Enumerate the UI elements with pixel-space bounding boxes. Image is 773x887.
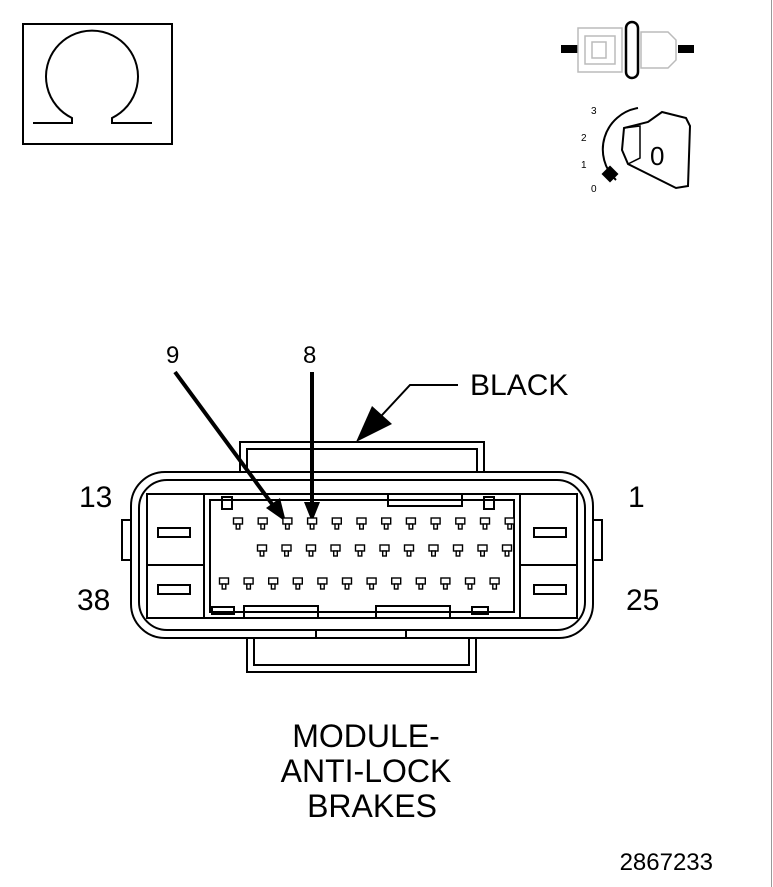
pin-terminal — [464, 577, 476, 590]
disconnected-connector-icon — [561, 20, 694, 80]
pin-terminal — [317, 577, 328, 590]
pin-terminal — [415, 577, 426, 590]
figure-number: 2867233 — [620, 849, 713, 876]
connector-body — [121, 441, 603, 673]
connector-color-label: BLACK — [470, 369, 568, 402]
pin-terminal — [430, 517, 441, 530]
pin-terminal — [282, 517, 293, 530]
pin-terminal — [330, 544, 341, 557]
ignition-position-2: 2 — [581, 133, 587, 144]
pin-terminal — [257, 517, 268, 530]
ignition-key-icon: 3 2 1 0 0 — [581, 106, 692, 195]
pin-terminal — [354, 544, 366, 557]
pin-terminal — [489, 577, 500, 590]
component-name-line-2: ANTI-LOCK — [281, 753, 452, 789]
pin-terminal — [256, 544, 268, 557]
pin-terminal — [501, 544, 513, 557]
callout-arrow-8 — [304, 372, 320, 522]
callout-arrow-9 — [173, 370, 286, 522]
pin-terminal — [292, 577, 303, 590]
pin-label-1: 1 — [628, 481, 645, 514]
connector-pins — [218, 517, 515, 590]
ignition-position-1: 1 — [581, 160, 587, 171]
pin-label-25: 25 — [626, 584, 659, 617]
pin-terminal — [356, 517, 367, 530]
pin-terminal — [477, 544, 488, 557]
pin-terminal — [281, 544, 292, 557]
pin-terminal — [341, 577, 353, 590]
pin-terminal — [452, 544, 464, 557]
pin-terminal — [504, 517, 515, 530]
ignition-position-3: 3 — [591, 106, 597, 117]
pin-terminal — [455, 517, 466, 530]
pin-terminal — [428, 544, 439, 557]
pin-terminal — [218, 577, 230, 590]
pin-label-13: 13 — [79, 481, 112, 514]
pin-terminal — [405, 517, 417, 530]
pin-terminal — [268, 577, 279, 590]
color-leader-arrow — [356, 384, 458, 442]
pin-terminal — [305, 544, 317, 557]
pin-terminal — [381, 517, 392, 530]
pin-terminal — [403, 544, 415, 557]
callout-pin-8: 8 — [303, 342, 316, 369]
component-name-line-1: MODULE- — [292, 718, 440, 754]
pin-terminal — [379, 544, 390, 557]
pin-terminal — [331, 517, 342, 530]
ignition-key-label: 0 — [650, 141, 664, 171]
ohm-symbol-icon — [22, 23, 173, 145]
pin-terminal — [440, 577, 451, 590]
pin-terminal — [232, 517, 244, 530]
pin-terminal — [306, 517, 318, 530]
ignition-position-0: 0 — [591, 184, 597, 195]
pin-label-38: 38 — [77, 584, 110, 617]
pin-terminal — [243, 577, 254, 590]
callout-pin-9: 9 — [166, 342, 179, 369]
pin-terminal — [479, 517, 491, 530]
pin-terminal — [391, 577, 402, 590]
component-name-line-3: BRAKES — [307, 788, 437, 824]
pin-terminal — [366, 577, 377, 590]
